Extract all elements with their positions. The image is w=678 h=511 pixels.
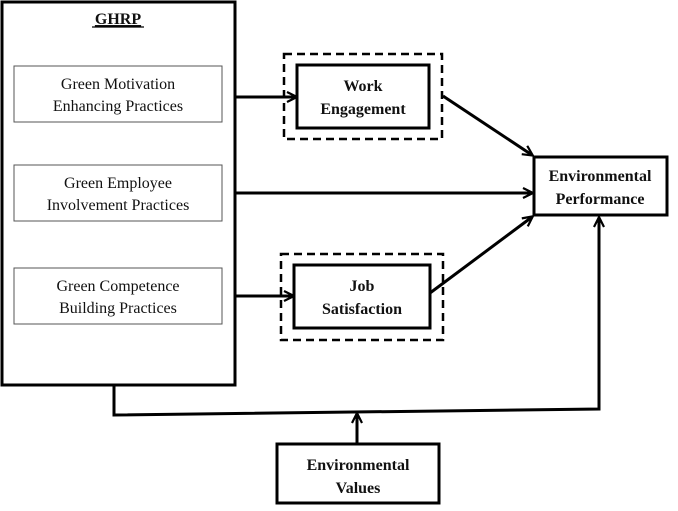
moderator-label-line1: Environmental xyxy=(307,457,410,474)
moderator-environmental-values: Environmental Values xyxy=(275,442,441,505)
practice-label-line2: Enhancing Practices xyxy=(53,98,183,115)
practice-label-line1: Green Competence xyxy=(56,278,179,295)
moderator-label-line2: Values xyxy=(336,480,381,497)
mediator-label-line2: Engagement xyxy=(320,101,406,118)
practice-box-competence: Green Competence Building Practices xyxy=(13,267,223,325)
outcome-label-line2: Performance xyxy=(556,191,645,208)
mediator-job-satisfaction: Job Satisfaction xyxy=(279,252,445,342)
mediator-work-engagement: Work Engagement xyxy=(282,52,444,141)
arrow-work-engagement-to-performance xyxy=(442,94,532,155)
practice-label-line2: Involvement Practices xyxy=(47,197,190,214)
practice-label-line1: Green Motivation xyxy=(61,76,175,93)
outcome-label-line1: Environmental xyxy=(549,168,652,185)
practice-label-line2: Building Practices xyxy=(59,300,177,317)
practice-box-involvement: Green Employee Involvement Practices xyxy=(13,164,223,222)
ghrp-title: GHRP xyxy=(95,11,141,28)
mediator-label-line1: Work xyxy=(343,78,382,95)
outcome-environmental-performance: Environmental Performance xyxy=(532,155,669,217)
mediator-label-line1: Job xyxy=(350,278,375,295)
practice-box-motivation: Green Motivation Enhancing Practices xyxy=(13,65,223,123)
mediator-label-line2: Satisfaction xyxy=(322,301,402,318)
arrow-job-satisfaction-to-performance xyxy=(429,217,532,295)
practice-label-line1: Green Employee xyxy=(64,175,172,192)
